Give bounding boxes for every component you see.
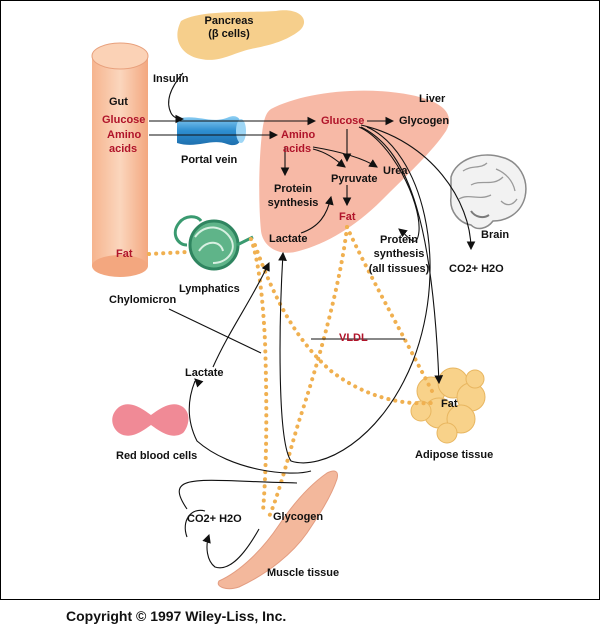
pathway-arrows — [149, 72, 476, 569]
brain-shape — [450, 154, 527, 230]
liver-lactate-label: Lactate — [269, 233, 308, 245]
metabolism-diagram — [91, 10, 527, 590]
pyruvate-label: Pyruvate — [331, 173, 378, 185]
liver-amino-label: Amino — [281, 129, 316, 141]
adipose-tissue-shape — [410, 367, 486, 444]
vldl-label: VLDL — [339, 332, 368, 344]
adipose-fat-label: Fat — [441, 398, 458, 410]
portal-vein-shape — [177, 116, 241, 146]
glycogen-label: Glycogen — [399, 115, 450, 127]
liver-fat-label: Fat — [339, 211, 356, 223]
gut-fat-label: Fat — [116, 248, 133, 260]
muscle-tissue-label: Muscle tissue — [267, 567, 340, 579]
red-blood-cell-shape — [112, 404, 189, 436]
protein-synthesis-line1: Protein — [274, 183, 312, 195]
lymphatics-label: Lymphatics — [179, 283, 240, 295]
brain-co2-label: CO2+ H2O — [449, 263, 504, 275]
brain-label: Brain — [481, 229, 510, 241]
gut-acids-label: acids — [109, 143, 138, 155]
lymphatics-shape — [173, 215, 254, 271]
pancreas-label: Pancreas — [204, 15, 254, 27]
portal-vein-label: Portal vein — [181, 154, 238, 166]
diagram-frame: Pancreas (β cells) Insulin Gut Glucose A… — [0, 0, 600, 600]
gut-tube — [91, 42, 149, 277]
red-blood-cells-label: Red blood cells — [116, 450, 198, 462]
protein-all-line3: (all tissues) — [368, 263, 430, 275]
gut-glucose-label: Glucose — [102, 114, 146, 126]
muscle-tissue-shape — [217, 470, 338, 590]
urea-label: Urea — [383, 165, 408, 177]
beta-cells-label: (β cells) — [208, 28, 250, 40]
gut-amino-label: Amino — [107, 129, 142, 141]
adipose-tissue-label: Adipose tissue — [415, 449, 494, 461]
liver-shape — [259, 90, 450, 253]
copyright-text: Copyright © 1997 Wiley-Liss, Inc. — [66, 608, 287, 624]
pancreas-shape — [177, 10, 305, 60]
protein-synthesis-line2: synthesis — [267, 197, 319, 209]
muscle-glycogen-label: Glycogen — [273, 511, 324, 523]
lactate-label: Lactate — [185, 367, 224, 379]
chylomicron-label: Chylomicron — [109, 294, 177, 306]
gut-label: Gut — [109, 96, 128, 108]
protein-all-line1: Protein — [380, 234, 418, 246]
liver-label: Liver — [419, 93, 446, 105]
protein-all-line2: synthesis — [373, 248, 425, 260]
dotted-lipid-paths — [147, 225, 435, 523]
muscle-co2-label: CO2+ H2O — [187, 513, 242, 525]
insulin-label: Insulin — [153, 73, 189, 85]
liver-glucose-label: Glucose — [321, 115, 365, 127]
liver-acids-label: acids — [283, 143, 312, 155]
